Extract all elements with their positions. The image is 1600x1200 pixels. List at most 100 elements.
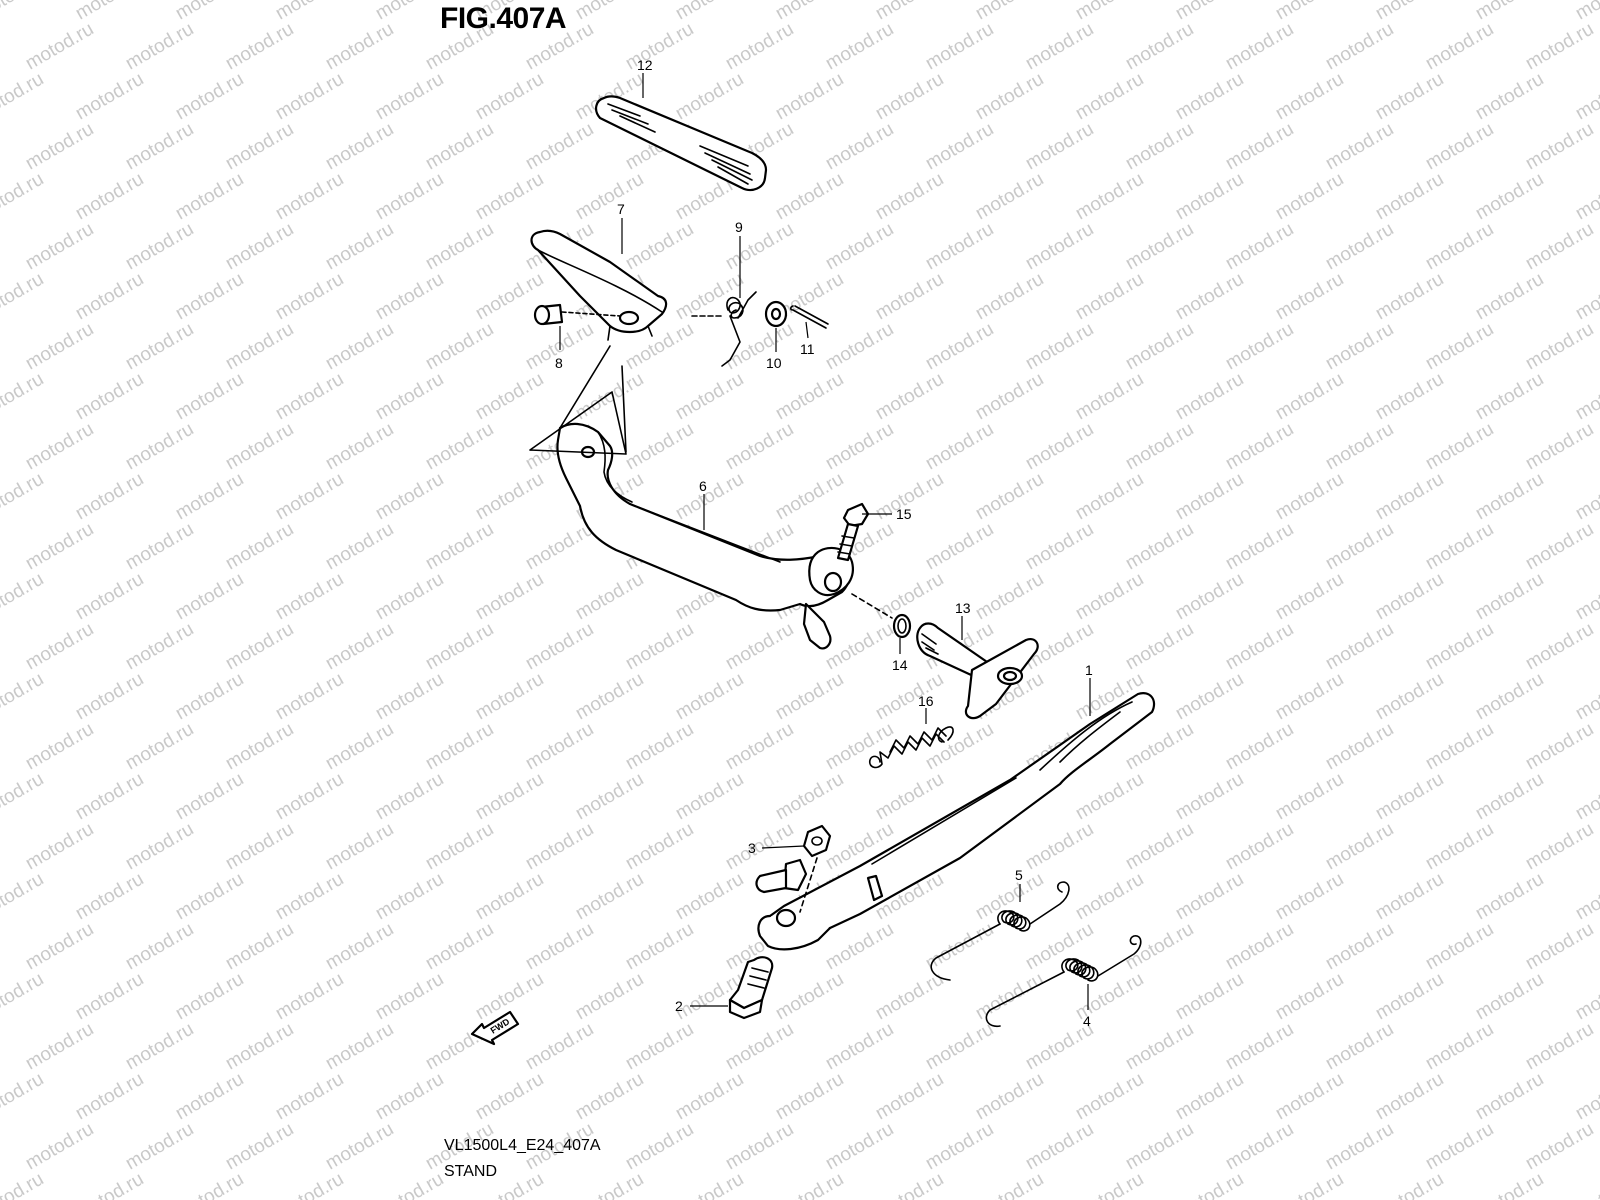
watermark-text: motod.ru	[1172, 469, 1247, 525]
watermark-text: motod.ru	[672, 1069, 747, 1125]
watermark-text: motod.ru	[1122, 119, 1197, 175]
watermark-text: motod.ru	[172, 169, 247, 225]
pivot-shaft-part-13	[916, 622, 1039, 720]
watermark-text: motod.ru	[1372, 369, 1447, 425]
watermark-text: motod.ru	[22, 519, 97, 575]
watermark-text: motod.ru	[1322, 1119, 1397, 1175]
watermark-text: motod.ru	[1522, 319, 1597, 375]
watermark-text: motod.ru	[772, 469, 847, 525]
watermark-text: motod.ru	[422, 719, 497, 775]
watermark-text: motod.ru	[1572, 769, 1600, 825]
watermark-text: motod.ru	[222, 419, 297, 475]
watermark-text: motod.ru	[1122, 819, 1197, 875]
watermark-text: motod.ru	[322, 519, 397, 575]
watermark-text: motod.ru	[1322, 119, 1397, 175]
watermark-text: motod.ru	[1572, 469, 1600, 525]
watermark-text: motod.ru	[1072, 569, 1147, 625]
watermark-text: motod.ru	[1372, 969, 1447, 1025]
watermark-text: motod.ru	[872, 1069, 947, 1125]
watermark-text: motod.ru	[322, 619, 397, 675]
callout-6: 6	[699, 478, 707, 494]
watermark-text: motod.ru	[322, 719, 397, 775]
watermark-text: motod.ru	[22, 419, 97, 475]
watermark-text: motod.ru	[1222, 1019, 1297, 1075]
watermark-text: motod.ru	[272, 169, 347, 225]
watermark-text: motod.ru	[372, 569, 447, 625]
watermark-text: motod.ru	[422, 219, 497, 275]
watermark-text: motod.ru	[372, 269, 447, 325]
watermark-text: motod.ru	[222, 719, 297, 775]
watermark-text: motod.ru	[1522, 919, 1597, 975]
watermark-text: motod.ru	[1122, 519, 1197, 575]
forward-arrow-icon: FWD	[470, 1010, 520, 1046]
watermark-text: motod.ru	[22, 819, 97, 875]
watermark-text: motod.ru	[822, 419, 897, 475]
watermark-text: motod.ru	[0, 269, 47, 325]
watermark-text: motod.ru	[1372, 669, 1447, 725]
watermark-text: motod.ru	[822, 719, 897, 775]
callout-3: 3	[748, 840, 756, 856]
watermark-text: motod.ru	[222, 1019, 297, 1075]
watermark-text: motod.ru	[1472, 369, 1547, 425]
callout-14: 14	[892, 657, 908, 673]
watermark-text: motod.ru	[1472, 69, 1547, 125]
watermark-text: motod.ru	[1372, 869, 1447, 925]
watermark-text: motod.ru	[622, 719, 697, 775]
watermark-text: motod.ru	[72, 969, 147, 1025]
watermark-text: motod.ru	[572, 969, 647, 1025]
watermark-text: motod.ru	[72, 869, 147, 925]
watermark-text: motod.ru	[172, 469, 247, 525]
watermark-text: motod.ru	[822, 1019, 897, 1075]
watermark-text: motod.ru	[172, 1169, 247, 1200]
watermark-text: motod.ru	[622, 919, 697, 975]
watermark-text: motod.ru	[1472, 969, 1547, 1025]
watermark-text: motod.ru	[172, 69, 247, 125]
watermark-text: motod.ru	[972, 569, 1047, 625]
watermark-text: motod.ru	[1272, 269, 1347, 325]
watermark-text: motod.ru	[1022, 219, 1097, 275]
watermark-text: motod.ru	[1122, 219, 1197, 275]
watermark-text: motod.ru	[172, 369, 247, 425]
watermark-text: motod.ru	[22, 1119, 97, 1175]
watermark-text: motod.ru	[572, 669, 647, 725]
watermark-text: motod.ru	[1522, 119, 1597, 175]
watermark-text: motod.ru	[972, 969, 1047, 1025]
figure-code: VL1500L4_E24_407A	[444, 1137, 601, 1154]
watermark-text: motod.ru	[272, 69, 347, 125]
watermark-text: motod.ru	[1422, 419, 1497, 475]
watermark-text: motod.ru	[1222, 419, 1297, 475]
watermark-text: motod.ru	[1172, 1069, 1247, 1125]
watermark-text: motod.ru	[0, 0, 47, 24]
watermark-text: motod.ru	[1372, 1069, 1447, 1125]
watermark-text: motod.ru	[1122, 1119, 1197, 1175]
watermark-text: motod.ru	[372, 469, 447, 525]
watermark-text: motod.ru	[922, 419, 997, 475]
watermark-text: motod.ru	[1122, 919, 1197, 975]
watermark-text: motod.ru	[1522, 819, 1597, 875]
watermark-text: motod.ru	[1572, 569, 1600, 625]
watermark-text: motod.ru	[1422, 19, 1497, 75]
watermark-text: motod.ru	[1022, 119, 1097, 175]
watermark-text: motod.ru	[1422, 719, 1497, 775]
watermark-text: motod.ru	[922, 519, 997, 575]
watermark-text: motod.ru	[772, 969, 847, 1025]
watermark-text: motod.ru	[172, 769, 247, 825]
watermark-text: motod.ru	[1172, 569, 1247, 625]
watermark-text: motod.ru	[872, 569, 947, 625]
watermark-text: motod.ru	[522, 819, 597, 875]
watermark-text: motod.ru	[372, 169, 447, 225]
watermark-text: motod.ru	[522, 619, 597, 675]
watermark-text: motod.ru	[372, 969, 447, 1025]
watermark-text: motod.ru	[872, 169, 947, 225]
watermark-text: motod.ru	[322, 1019, 397, 1075]
watermark-text: motod.ru	[222, 819, 297, 875]
callout-8: 8	[555, 355, 563, 371]
watermark-text: motod.ru	[722, 619, 797, 675]
watermark-text: motod.ru	[22, 719, 97, 775]
watermark-text: motod.ru	[72, 469, 147, 525]
watermark-text: motod.ru	[1122, 319, 1197, 375]
watermark-text: motod.ru	[1372, 769, 1447, 825]
watermark-text: motod.ru	[1422, 119, 1497, 175]
watermark-text: motod.ru	[1522, 19, 1597, 75]
side-stand-part-1	[755, 692, 1156, 951]
